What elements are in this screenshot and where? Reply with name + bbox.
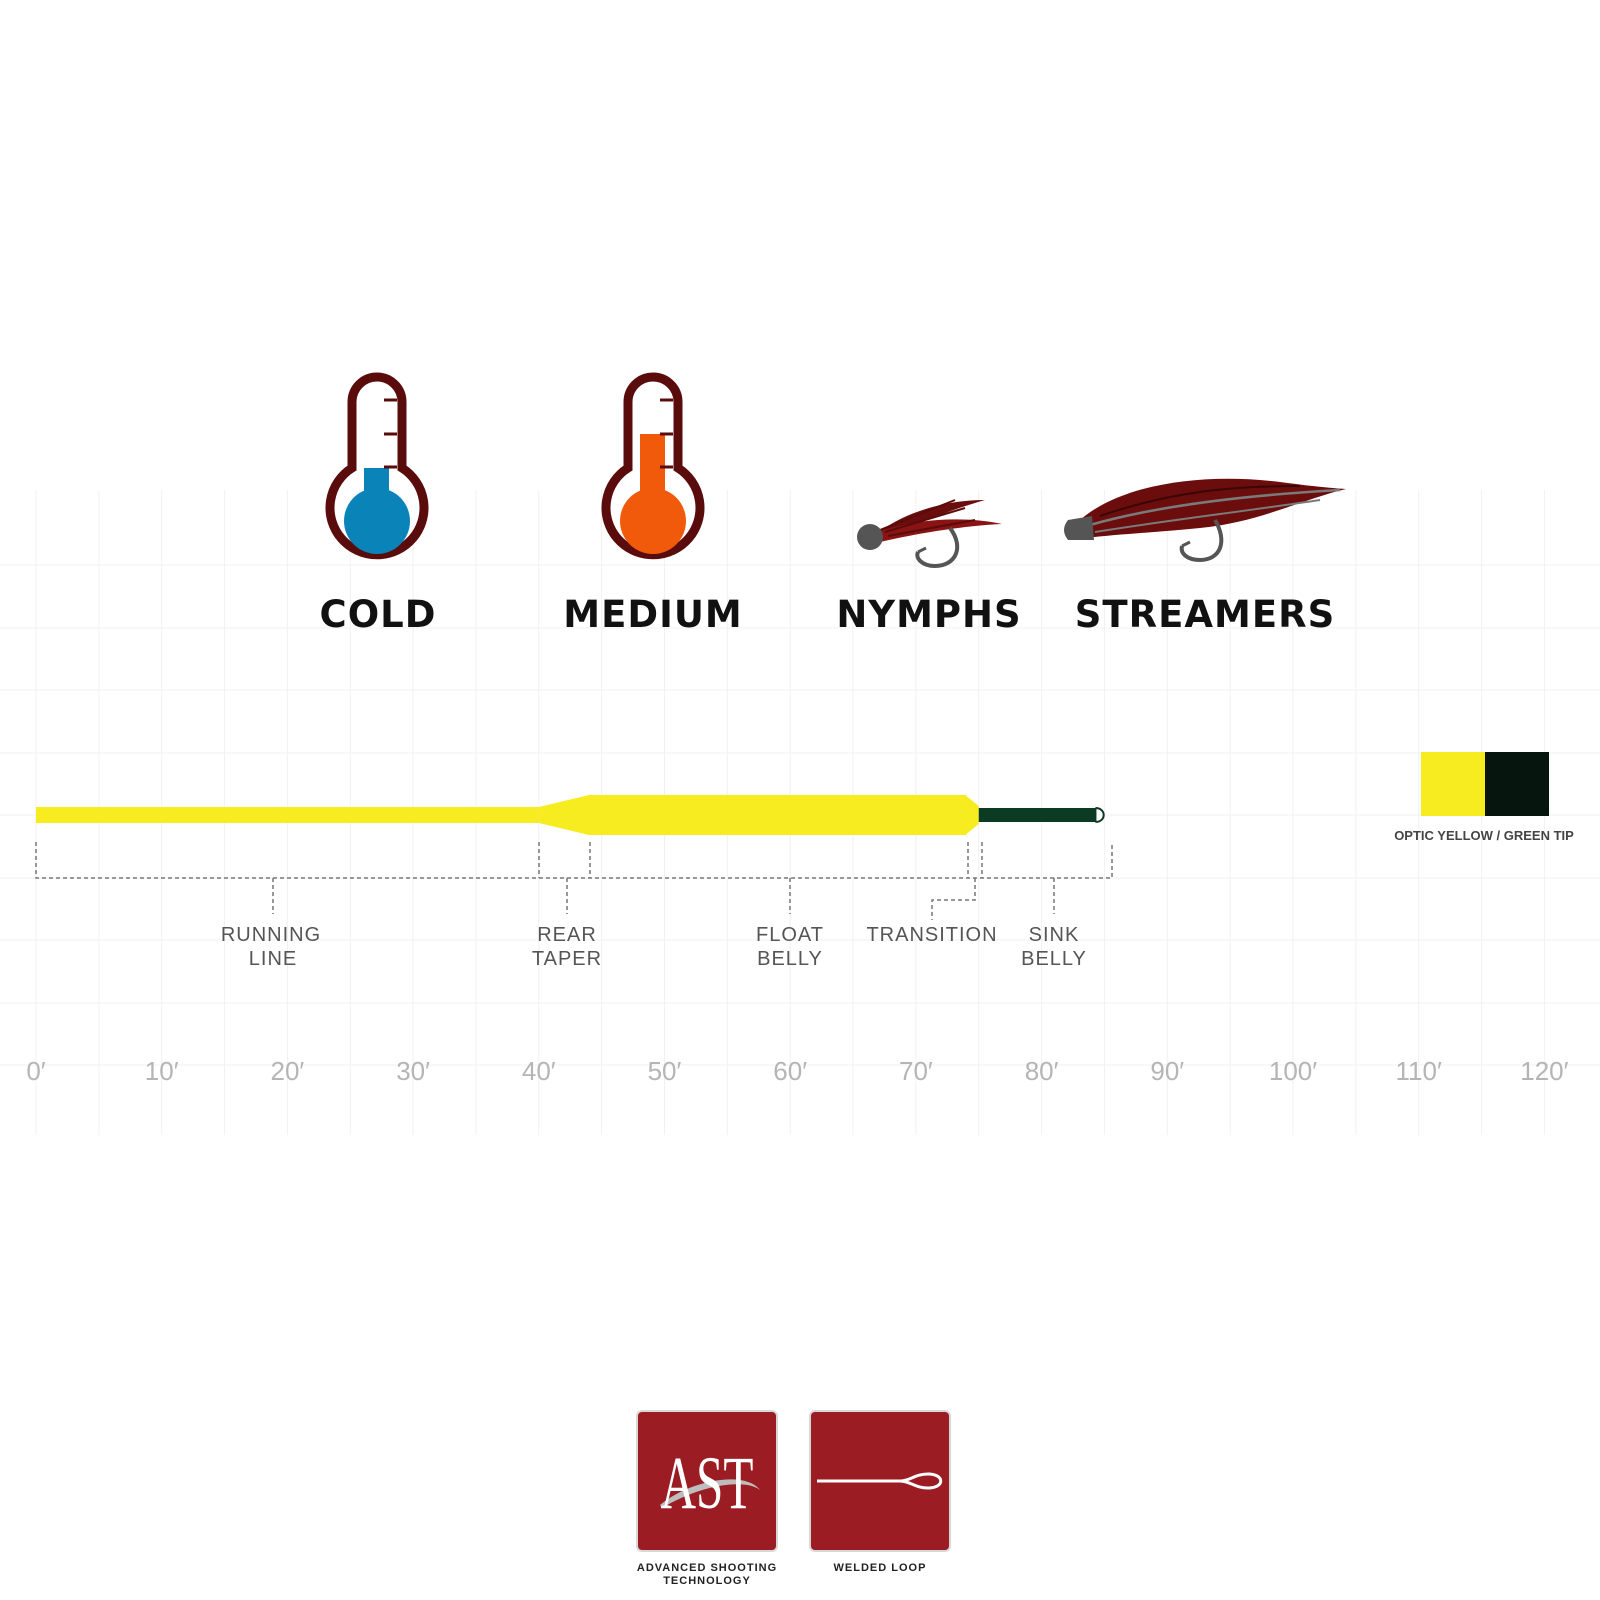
welded-loop-caption: WELDED LOOP bbox=[834, 1562, 927, 1574]
welded-loop-badge: WELDED LOOP bbox=[809, 1410, 951, 1574]
axis-tick-label: 90′ bbox=[1150, 1056, 1184, 1086]
running-line-segment bbox=[36, 807, 539, 823]
ast-caption-line2: TECHNOLOGY bbox=[663, 1575, 751, 1587]
usage-label-nymphs: NYMPHS bbox=[836, 593, 1021, 636]
segment-label-running-line-2: LINE bbox=[249, 948, 297, 970]
sink-belly-segment bbox=[978, 808, 1097, 822]
segment-label-rear-taper: REAR bbox=[537, 924, 597, 946]
thermometer-cold-icon bbox=[325, 372, 429, 560]
axis-tick-label: 120′ bbox=[1520, 1056, 1568, 1086]
usage-label-streamers: STREAMERS bbox=[1075, 593, 1336, 636]
axis-tick-label: 0′ bbox=[26, 1056, 45, 1086]
legend-swatch-yellow bbox=[1421, 752, 1485, 816]
segment-label-rear-taper-2: TAPER bbox=[532, 948, 602, 970]
segment-label-running-line: RUNNING bbox=[221, 924, 321, 946]
usage-label-medium: MEDIUM bbox=[563, 593, 742, 636]
axis-tick-label: 110′ bbox=[1396, 1056, 1442, 1086]
axis-tick-label: 50′ bbox=[648, 1056, 682, 1086]
float-belly-segment bbox=[588, 795, 967, 835]
rear-taper-segment bbox=[538, 795, 590, 835]
nymph-fly-icon bbox=[857, 499, 1002, 569]
axis-tick-label: 100′ bbox=[1269, 1056, 1317, 1086]
fly-line bbox=[36, 795, 1105, 835]
length-axis: 0′ 10′ 20′ 30′ 40′ 50′ 60′ 70′ 80′ 90′ 100′ 110′ 120… bbox=[26, 1056, 1568, 1086]
ast-logo-text: AST bbox=[661, 1441, 754, 1525]
segment-label-sink-belly-2: BELLY bbox=[1021, 948, 1087, 970]
streamer-fly-icon bbox=[1064, 478, 1346, 563]
axis-tick-label: 20′ bbox=[271, 1056, 305, 1086]
welded-loop-icon bbox=[817, 1472, 943, 1490]
ast-logo-icon: AST bbox=[660, 1441, 760, 1525]
line-tip-loop bbox=[1095, 807, 1105, 823]
thermometer-medium-icon bbox=[601, 372, 705, 560]
axis-tick-label: 30′ bbox=[396, 1056, 430, 1086]
segment-label-float-belly: FLOAT bbox=[756, 924, 824, 946]
axis-tick-label: 80′ bbox=[1025, 1056, 1059, 1086]
ast-badge: AST ADVANCED SHOOTING TECHNOLOGY bbox=[636, 1410, 778, 1587]
ast-caption-line1: ADVANCED SHOOTING bbox=[637, 1562, 777, 1574]
axis-tick-label: 10′ bbox=[145, 1056, 179, 1086]
segment-label-transition: TRANSITION bbox=[866, 924, 997, 946]
segment-brackets bbox=[35, 842, 1113, 920]
axis-tick-label: 70′ bbox=[899, 1056, 933, 1086]
transition-segment bbox=[965, 795, 979, 835]
legend-label: OPTIC YELLOW / GREEN TIP bbox=[1394, 828, 1574, 843]
segment-label-sink-belly: SINK bbox=[1029, 924, 1080, 946]
segment-label-float-belly-2: BELLY bbox=[757, 948, 823, 970]
legend-swatch-green bbox=[1485, 752, 1549, 816]
axis-tick-label: 60′ bbox=[773, 1056, 807, 1086]
color-legend: OPTIC YELLOW / GREEN TIP bbox=[1394, 752, 1574, 843]
usage-label-cold: COLD bbox=[320, 593, 437, 636]
axis-tick-label: 40′ bbox=[522, 1056, 556, 1086]
